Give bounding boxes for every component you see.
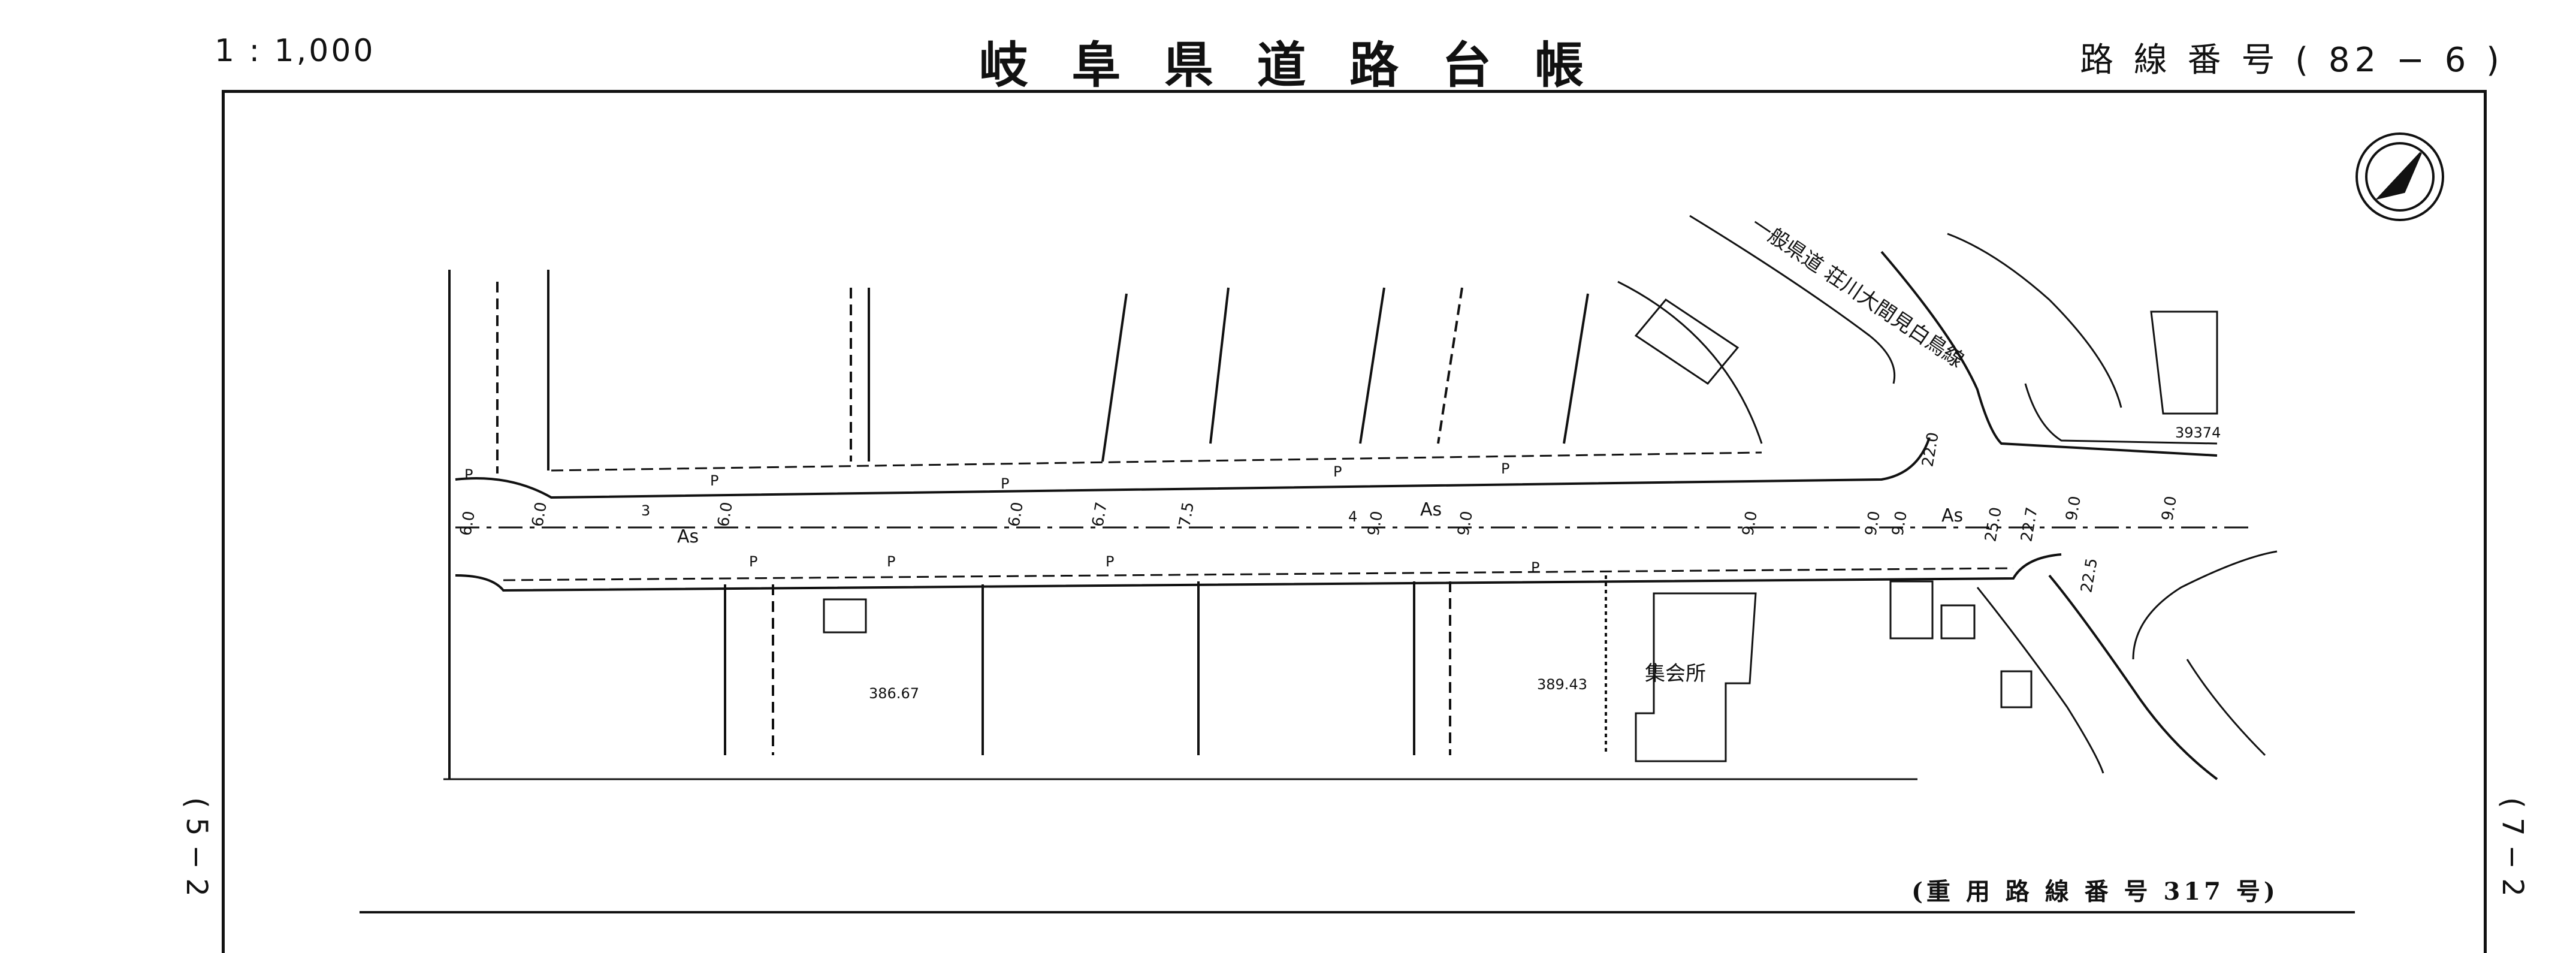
parking-mark: P	[1333, 463, 1342, 480]
scale-label: 1 : 1,000	[215, 33, 376, 69]
elevation-label: 389.43	[1537, 676, 1587, 693]
parking-mark: P	[1001, 475, 1009, 492]
width-label: 9.0	[1889, 509, 1911, 537]
left-adjacent-sheet: ( 5 − 2	[180, 797, 213, 897]
elevation-label: 39374	[2175, 424, 2221, 441]
parking-mark: P	[464, 466, 473, 483]
width-label: 9.0	[2062, 494, 2085, 522]
width-label: 9.0	[1364, 509, 1387, 537]
parking-mark: P	[1531, 559, 1539, 576]
width-label: 22.0	[1919, 431, 1943, 468]
elevation-label: 386.67	[869, 685, 919, 702]
right-adjacent-sheet: ( 7 − 2	[2496, 797, 2529, 897]
surface-label: As	[1941, 505, 1963, 526]
road-edge-north	[455, 437, 1931, 499]
route-number: 路 線 番 号 ( 82 − 6 )	[2080, 41, 2504, 80]
parking-mark: P	[1106, 553, 1114, 570]
surface-label: As	[677, 526, 699, 547]
width-label: 7.5	[1176, 500, 1198, 528]
width-label: 6.0	[1005, 500, 1027, 528]
width-label: 9.0	[2158, 494, 2181, 522]
width-label: 9.0	[1739, 509, 1761, 537]
width-label: 6.0	[714, 500, 736, 528]
north-arrow-icon	[2355, 132, 2444, 221]
width-label: 6.7	[1089, 500, 1111, 528]
width-label: 25.0	[1982, 506, 2006, 543]
parking-mark: P	[710, 472, 718, 489]
road-name-label: 一般県道 荘川大間見白鳥線	[1747, 212, 1968, 372]
parking-mark: P	[749, 553, 757, 570]
parking-mark: P	[1501, 460, 1509, 477]
width-label: 9.0	[1862, 509, 1884, 537]
misc-number: 4	[1348, 508, 1357, 525]
width-label: 6.0	[457, 509, 479, 537]
misc-number: 3	[641, 502, 650, 519]
duplicate-route-note: (重 用 路 線 番 号 317 号)	[1911, 877, 2279, 906]
map-frame	[222, 90, 2487, 953]
road-edge-south	[455, 553, 2062, 592]
width-label: 6.0	[529, 500, 551, 528]
width-label: 9.0	[1454, 509, 1476, 537]
parking-mark: P	[887, 553, 895, 570]
width-label: 22.5	[2077, 557, 2101, 594]
page-title: 岐 阜 県 道 路 台 帳	[979, 37, 1597, 94]
building-label: 集会所	[1645, 662, 1706, 686]
width-label: 22.7	[2018, 506, 2042, 543]
bottom-rule	[360, 911, 2355, 913]
surface-label: As	[1420, 499, 1442, 520]
